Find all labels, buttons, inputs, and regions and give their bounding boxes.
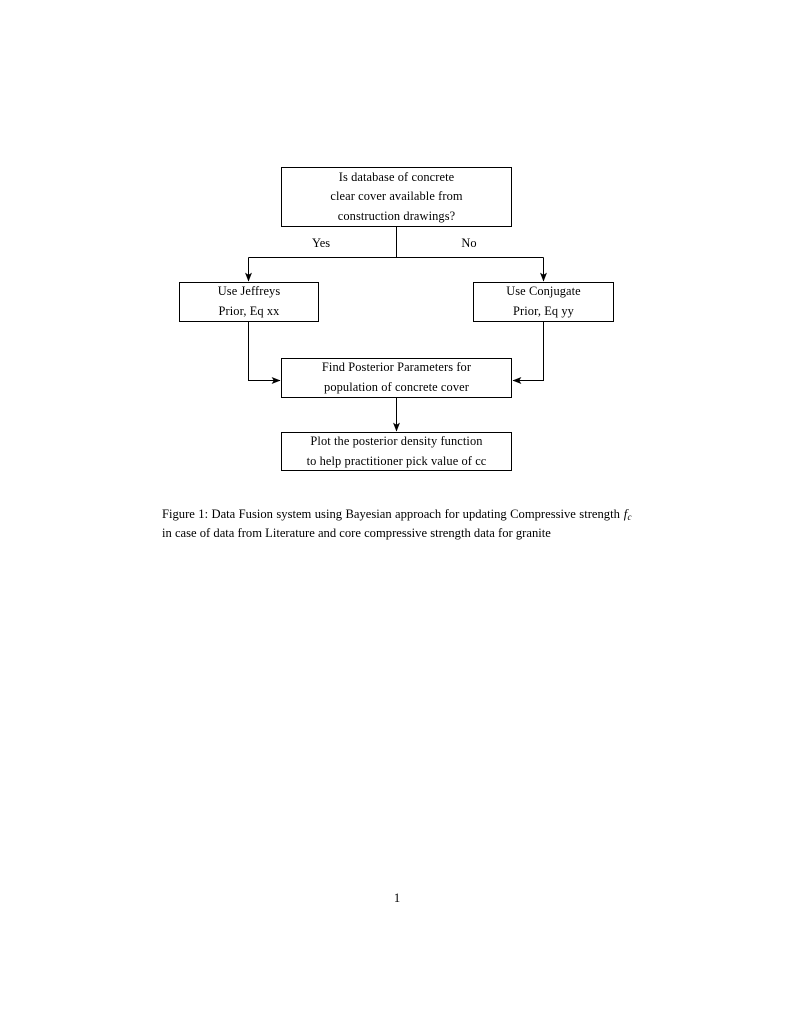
caption-math-fc: fc xyxy=(623,506,632,522)
flowchart-node-conjugate-prior: Use Conjugate Prior, Eq yy xyxy=(473,282,614,322)
caption-label: Figure 1: xyxy=(162,506,209,521)
edge-jeffreys-to-posterior xyxy=(248,322,281,384)
node-plot-line-2: to help practitioner pick value of cc xyxy=(306,453,487,468)
figure-caption: Figure 1: Data Fusion system using Bayes… xyxy=(162,505,632,545)
node-conjugate-line-1: Use Conjugate xyxy=(506,284,581,299)
node-decision-line-3: construction drawings? xyxy=(337,208,456,223)
edge-label-no: No xyxy=(461,236,477,250)
page-number: 1 xyxy=(393,891,401,905)
edge-conjugate-to-posterior xyxy=(512,322,544,384)
node-jeffreys-line-1: Use Jeffreys xyxy=(217,284,281,299)
figure-flowchart: Is database of concrete clear cover avai… xyxy=(0,0,794,500)
flowchart-node-find-posterior: Find Posterior Parameters for population… xyxy=(281,358,512,398)
flowchart-node-decision: Is database of concrete clear cover avai… xyxy=(281,167,512,227)
caption-text-after-math: in case of data from Literature and core… xyxy=(162,526,551,541)
node-posterior-line-2: population of concrete cover xyxy=(324,380,469,394)
node-decision-line-2: clear cover available from xyxy=(330,189,463,204)
flowchart-node-jeffreys-prior: Use Jeffreys Prior, Eq xx xyxy=(179,282,319,322)
node-jeffreys-line-2: Prior, Eq xx xyxy=(218,304,280,318)
caption-text-before-math: Data Fusion system using Bayesian approa… xyxy=(208,506,624,521)
node-plot-line-1: Plot the posterior density function xyxy=(310,433,483,448)
caption-math-subscript: c xyxy=(627,511,632,522)
node-posterior-line-1: Find Posterior Parameters for xyxy=(321,360,472,375)
caption-math-base: f xyxy=(623,506,628,521)
flowchart-node-plot-density: Plot the posterior density function to h… xyxy=(281,432,512,471)
node-decision-line-1: Is database of concrete xyxy=(338,169,455,184)
edge-label-yes: Yes xyxy=(311,236,331,250)
flowchart-connectors xyxy=(245,227,547,432)
node-conjugate-line-2: Prior, Eq yy xyxy=(513,304,574,318)
